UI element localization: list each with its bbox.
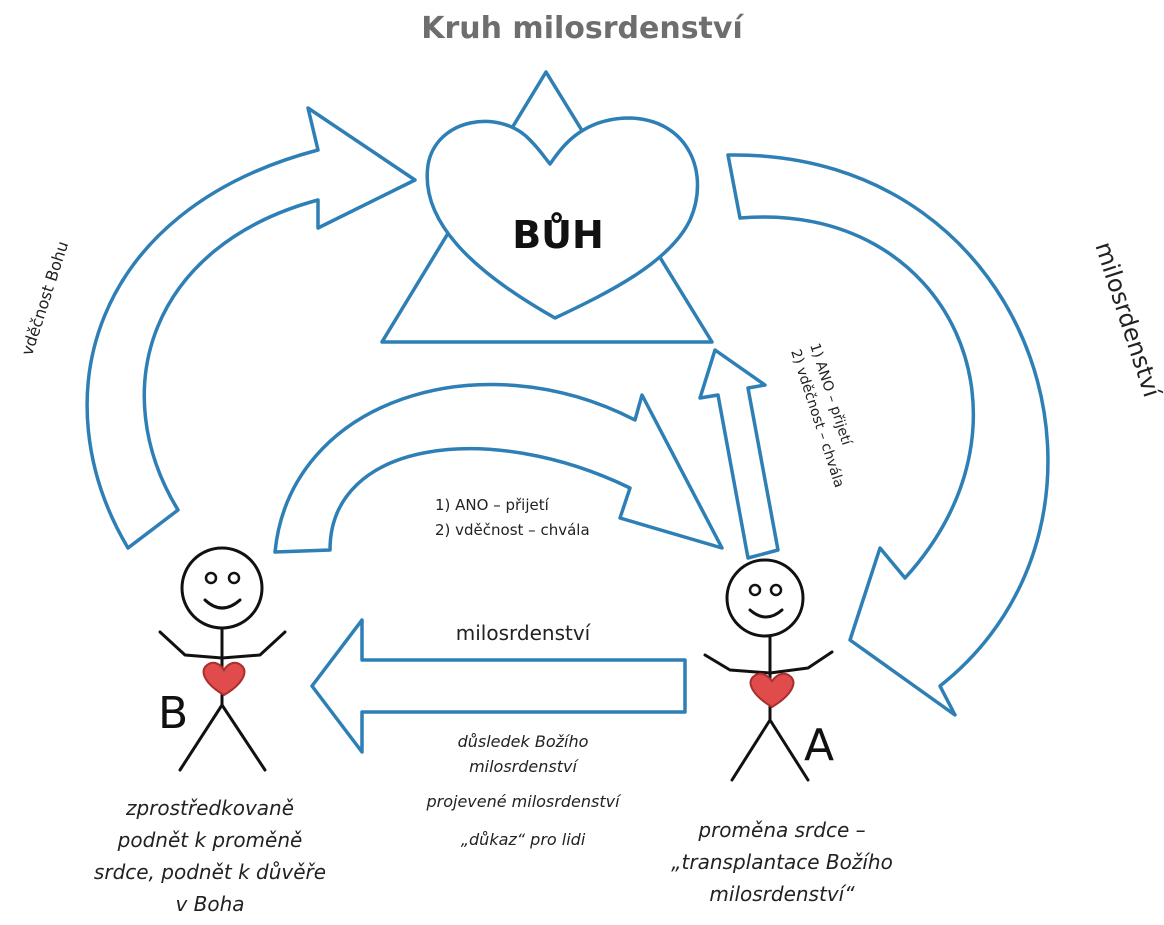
person-b-head [180,546,264,630]
person-b-legs [178,703,267,772]
bottom-arrow-label: milosrdenství [456,621,592,645]
person-b-eye [227,571,241,585]
god-triangle-heart: BŮH [380,70,714,344]
diagram-title: Kruh milosrdenství [421,11,744,46]
right-curved-arrow [726,153,1050,717]
person-b-letter: B [158,688,188,739]
person-a-legs [730,718,810,782]
person-b-caption-2: podnět k proměně [117,828,303,852]
middle-arc-arrow [273,382,724,554]
person-b-arms [158,630,287,660]
person-a-letter: A [804,720,834,771]
person-a-caption-2: „transplantace Božího [671,850,893,874]
person-a-eye [769,583,783,597]
bottom-caption-4: „důkaz“ pro lidi [461,830,586,849]
person-b-smile [203,598,242,610]
person-a-eye [748,583,762,597]
left-curved-arrow [85,106,417,550]
bottom-caption-3: projevené milosrdenství [425,792,622,811]
person-a-smile [748,608,784,619]
bottom-arrow [310,618,687,754]
god-label: BŮH [512,213,604,257]
person-b-caption-4: v Boha [175,892,244,916]
person-b: B [158,546,287,772]
person-a: A [703,558,834,782]
bottom-caption-1: důsledek Božího [458,732,589,751]
person-a-caption-3: milosrdenství“ [709,882,855,906]
up-arrow [698,348,780,560]
middle-arc-label-1: 1) ANO – přijetí [435,496,550,514]
person-b-caption-1: zprostředkovaně [125,796,294,820]
person-a-caption-1: proměna srdce – [697,818,865,842]
person-b-caption-3: srdce, podnět k důvěře [94,860,326,884]
person-a-arms [703,650,834,675]
heart-shape [425,116,700,320]
person-a-head [725,558,805,638]
middle-arc-label-2: 2) vděčnost – chvála [435,521,590,539]
left-arc-label: vděčnost Bohu [17,239,72,358]
person-b-heart-icon [202,661,246,697]
person-a-heart-icon [749,672,795,709]
bottom-caption-2: milosrdenství [469,757,579,776]
person-b-eye [204,571,218,585]
up-arrow-labels: 1) ANO – přijetí 2) vděčnost – chvála [787,341,854,489]
right-arc-label: milosrdenství [1089,238,1164,401]
